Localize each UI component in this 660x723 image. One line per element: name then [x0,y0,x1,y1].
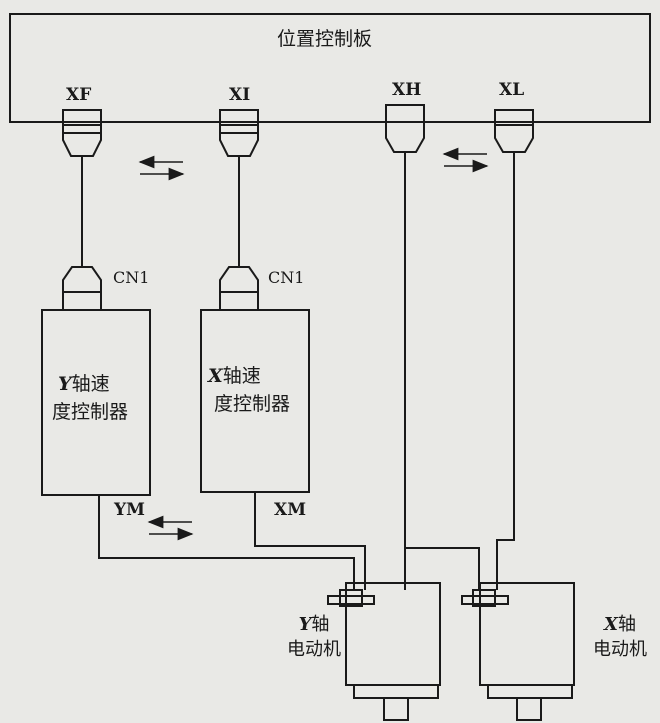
y-motor-line2: 电动机 [287,639,341,660]
x-motor-axis: X [604,614,618,635]
x-controller-axis: X [208,365,223,387]
x-controller-line1: 轴速 [222,365,261,387]
position-control-board [9,13,651,123]
xi-label: XI [229,85,251,105]
y-speed-controller-label: Y轴速 度控制器 [52,370,148,426]
x-speed-controller-label: X轴速 度控制器 [208,362,308,418]
y-controller-line1: 轴速 [71,373,110,395]
cn1-x-label: CN1 [268,268,305,287]
xf-connector [62,109,102,157]
y-motor-body [327,582,441,721]
y-speed-controller-box [41,309,151,496]
x-motor-label: X轴 电动机 [582,612,658,662]
board-title: 位置控制板 [277,28,373,50]
y-motor-axis: Y [298,614,312,635]
ym-label: YM [114,500,145,520]
cn1-x-connector [219,266,259,311]
xi-connector [219,109,259,157]
y-controller-axis: Y [58,373,72,395]
xf-label: XF [66,85,92,105]
cn1-y-label: CN1 [113,268,150,287]
y-motor-label: Y轴 电动机 [274,612,354,662]
x-motor-body [461,582,575,721]
y-controller-line2: 度控制器 [52,401,129,423]
xl-label: XL [499,80,525,100]
y-motor-line1: 轴 [311,614,330,635]
xm-label: XM [274,500,307,520]
cn1-y-connector [62,266,102,311]
x-controller-line2: 度控制器 [214,393,291,415]
xl-connector [494,109,534,153]
x-motor-line2: 电动机 [593,639,647,660]
xh-connector [385,104,425,153]
xh-label: XH [392,80,422,100]
x-motor-line1: 轴 [617,614,636,635]
